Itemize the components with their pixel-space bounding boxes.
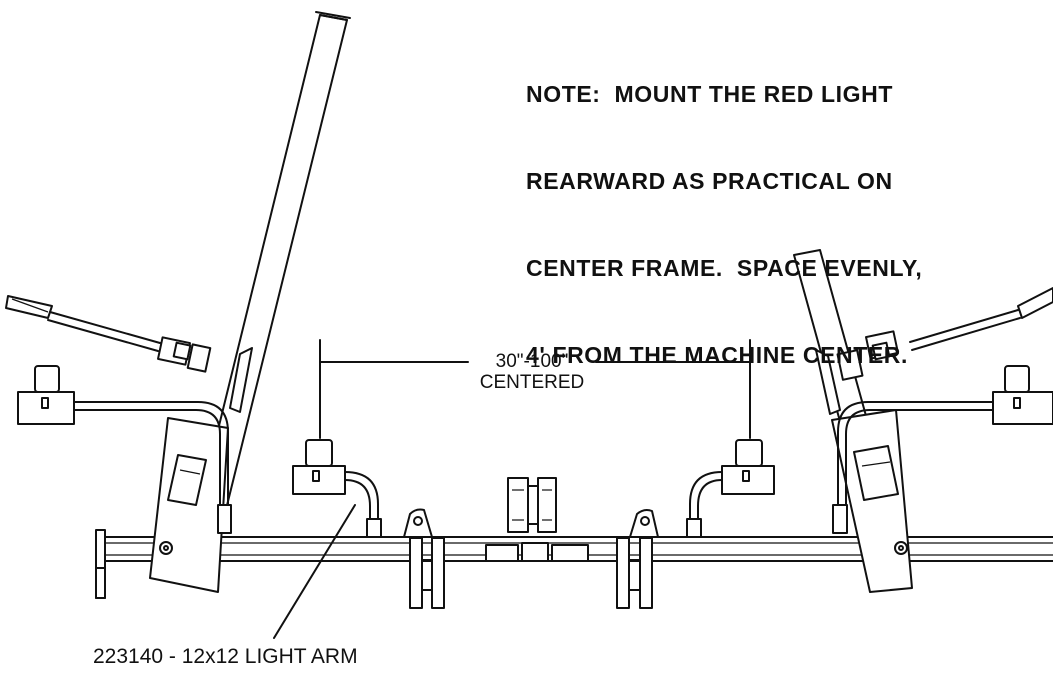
right-hinge-plate bbox=[831, 409, 913, 593]
lift-bracket-right bbox=[629, 509, 659, 538]
dimension-label: 30"-100" CENTERED bbox=[440, 351, 624, 393]
center-plates bbox=[485, 542, 589, 562]
mounting-note: NOTE: MOUNT THE RED LIGHT REARWARD AS PR… bbox=[526, 22, 1053, 399]
shank-left bbox=[409, 537, 445, 609]
dimension-qualifier: CENTERED bbox=[479, 372, 585, 393]
note-line-3: CENTER FRAME. SPACE EVENLY, bbox=[526, 255, 923, 281]
dimension-range: 30"-100" bbox=[495, 351, 569, 372]
right-outer-light bbox=[832, 365, 1053, 534]
note-line-2: REARWARD AS PRACTICAL ON bbox=[526, 168, 893, 194]
right-marker-arm bbox=[815, 287, 1053, 415]
center-hitch bbox=[507, 477, 557, 533]
left-marker-arm bbox=[5, 295, 253, 413]
callout-leader-line bbox=[273, 504, 356, 639]
light-arm-callout: 223140 - 12x12 LIGHT ARM bbox=[93, 645, 358, 668]
note-line-4: 4' FROM THE MACHINE CENTER. bbox=[526, 342, 909, 368]
spacing-dimension bbox=[319, 339, 751, 439]
left-hinge-plate bbox=[149, 417, 229, 593]
shank-right bbox=[616, 537, 653, 609]
note-line-1: NOTE: MOUNT THE RED LIGHT bbox=[526, 81, 893, 107]
left-outer-light bbox=[17, 365, 232, 534]
center-light-left bbox=[292, 439, 382, 538]
center-light-right bbox=[686, 439, 775, 538]
lift-bracket-left bbox=[403, 508, 433, 538]
